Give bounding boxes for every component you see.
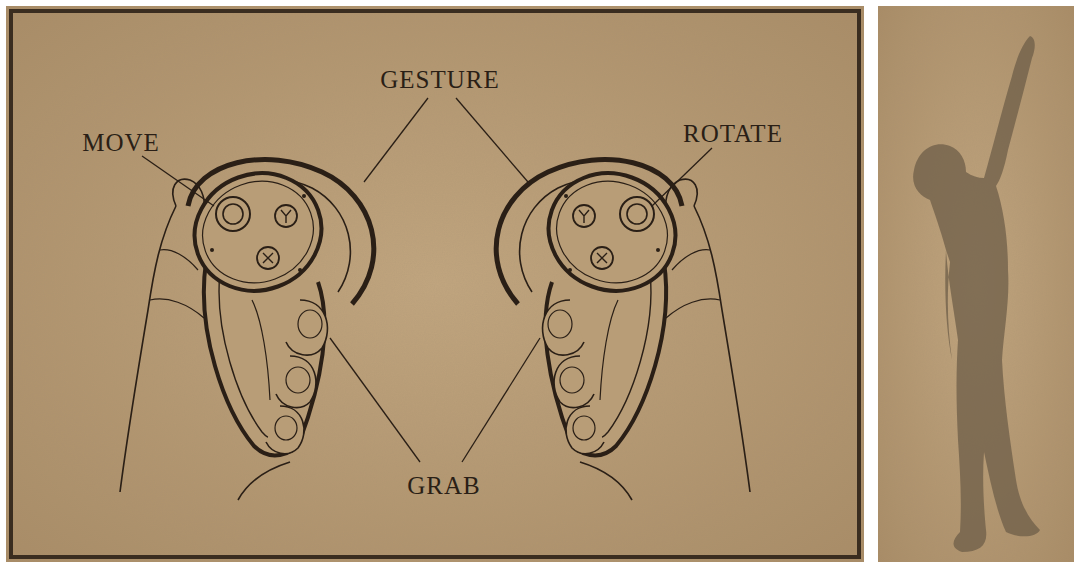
paper-grain (878, 6, 1074, 562)
drawing-stroke (364, 98, 428, 182)
drawing-stroke (330, 338, 420, 462)
callout-label: GRAB (407, 473, 480, 498)
drawing-stroke (456, 98, 528, 182)
callout-label: GESTURE (380, 67, 500, 92)
silhouette-panel (878, 6, 1074, 562)
parchment-panel (6, 6, 864, 562)
drawing-stroke (462, 338, 540, 462)
callout-label: ROTATE (683, 121, 783, 146)
drawing-stroke (652, 148, 712, 206)
leader-lines (142, 98, 712, 462)
left-controller (120, 156, 374, 500)
callout-label: MOVE (82, 130, 160, 155)
right-controller (496, 156, 750, 500)
paper-grain (6, 6, 864, 562)
panel-frame (11, 11, 859, 557)
drawing-stroke (142, 156, 214, 206)
person-silhouette (913, 36, 1040, 552)
